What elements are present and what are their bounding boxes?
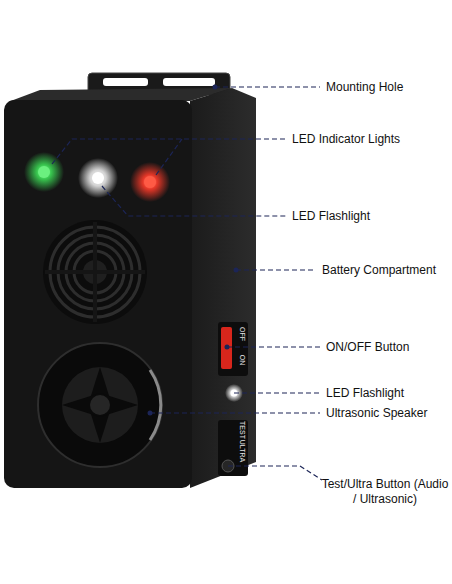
part-label: LED Flashlight bbox=[292, 209, 370, 224]
button-marking: ULTRA bbox=[238, 440, 246, 462]
part-label: Ultrasonic Speaker bbox=[326, 406, 427, 421]
leader-lines bbox=[52, 87, 322, 480]
ultrasonic-speaker bbox=[38, 343, 162, 467]
housing-side bbox=[190, 88, 256, 488]
part-label: LED Indicator Lights bbox=[292, 132, 400, 147]
part-label: Test/Ultra Button (Audio / Ultrasonic) bbox=[320, 477, 450, 507]
button-marking: TEST bbox=[238, 421, 246, 439]
leader-dots bbox=[148, 85, 239, 416]
part-label: Mounting Hole bbox=[326, 80, 403, 95]
part-label: LED Flashlight bbox=[326, 386, 404, 401]
power-switch bbox=[218, 322, 248, 376]
housing-front bbox=[4, 100, 192, 488]
speaker-grille bbox=[43, 220, 147, 324]
switch-marking: ON bbox=[238, 355, 246, 366]
switch-marking: OFF bbox=[238, 327, 246, 341]
part-label: ON/OFF Button bbox=[326, 340, 409, 355]
part-label: Battery Compartment bbox=[322, 263, 436, 278]
indicator-leds bbox=[24, 152, 170, 202]
test-button bbox=[218, 420, 248, 476]
